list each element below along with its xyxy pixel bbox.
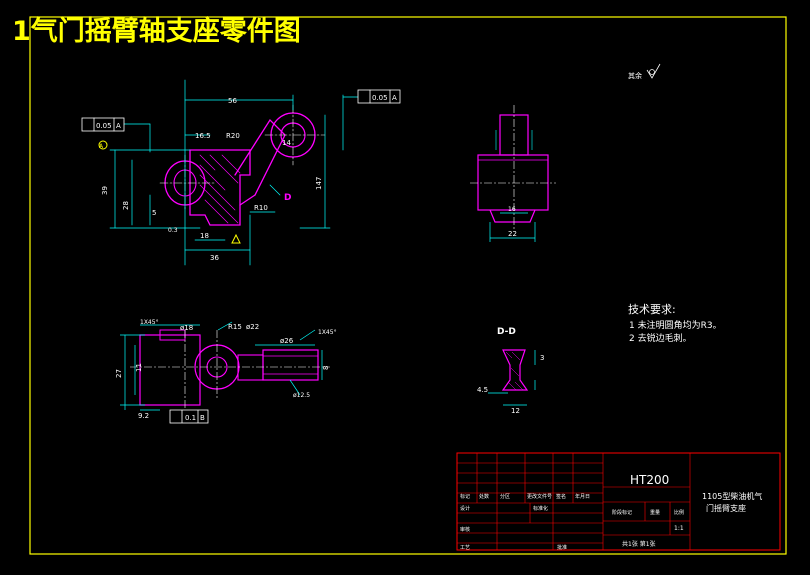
tol-value: 0.1 (185, 414, 196, 422)
datum-triangle (231, 233, 241, 244)
dim-label: R20 (226, 132, 240, 140)
roughness-symbol (646, 63, 661, 79)
bottom-tolerance-frame: 0.1 B (169, 409, 209, 424)
tb-label: 处数 (479, 493, 489, 500)
tb-label: 标记 (460, 493, 470, 500)
tb-label: 设计 (460, 505, 470, 512)
surface-note-text: 其余 (628, 71, 642, 80)
dim-label: 18 (200, 232, 209, 240)
section-d-d: D-D 12 4.5 3 (477, 327, 544, 415)
dim-label: 1X45° (140, 319, 159, 326)
dim-label: R15 (228, 323, 242, 331)
sheet-info: 共1张 第1张 (622, 540, 656, 548)
dim-label: R10 (254, 204, 268, 212)
tol-ref: A (116, 122, 121, 130)
technical-requirements: 技术要求: 1 未注明圆角均为R3。 2 去锐边毛刺。 (628, 303, 722, 344)
dim-label: 28 (122, 201, 130, 210)
side-dimension-lines (489, 212, 536, 242)
dim-label: 0.3 (168, 227, 178, 234)
bottom-right-shaft (262, 349, 319, 381)
part-name-line2: 门摇臂支座 (706, 503, 746, 513)
tb-label: 重量 (650, 509, 660, 516)
dim-label: 4.5 (477, 386, 488, 394)
tb-label: 比例 (674, 509, 684, 516)
top-view-dimension-lines (109, 79, 359, 266)
material-label: HT200 (630, 473, 669, 487)
datum-marker (98, 140, 108, 150)
dim-label: 27 (115, 369, 123, 378)
title-block-frame (456, 452, 781, 551)
section-profile (501, 349, 529, 391)
dim-label: ø12.5 (293, 392, 310, 399)
top-tolerance-frame-right: 0.05 A (357, 89, 401, 104)
bottom-view: 0.1 B 1X45° ø18 R15 ø22 1X45° ø26 ø12.5 … (115, 319, 337, 424)
tb-label: 签名 (556, 493, 566, 500)
title-block: HT200 1105型柴油机气 门摇臂支座 1:1 共1张 第1张 标记 处数 … (456, 452, 781, 551)
dim-label: 11 (135, 363, 143, 372)
tb-label: 更改文件号 (527, 493, 552, 500)
side-centerline (470, 105, 556, 230)
section-hatch (505, 351, 524, 391)
tech-item: 1 未注明圆角均为R3。 (629, 319, 722, 331)
dim-label: 56 (228, 97, 237, 105)
section-title: D-D (497, 327, 516, 337)
part-name-line1: 1105型柴油机气 (702, 491, 762, 501)
tb-label: 年月日 (575, 493, 590, 500)
tech-item: 2 去锐边毛刺。 (629, 332, 692, 344)
dim-label: ø22 (246, 323, 259, 331)
tb-label: 批准 (557, 544, 567, 551)
dim-label: ø26 (280, 337, 294, 345)
dim-label: 147 (315, 177, 323, 190)
tol-value: 0.05 (372, 94, 388, 102)
datum-letter: A (99, 143, 104, 150)
dim-label: ø18 (180, 324, 193, 332)
tb-label: 分区 (500, 493, 510, 500)
body-hatch (199, 154, 241, 224)
top-view: 0.05 A 0.05 A 56 16.5 R20 39 14 5 36 28 … (81, 79, 401, 266)
bottom-dimension-lines (120, 321, 323, 411)
dim-label: 8 (322, 366, 330, 370)
tb-label: 审核 (460, 526, 470, 533)
dim-label: 12 (511, 407, 520, 415)
side-view: 22 16 (470, 105, 556, 242)
dim-label: 5 (152, 209, 156, 217)
dim-label: 39 (101, 186, 109, 195)
tb-label: 标准化 (533, 505, 548, 512)
drawing-border (29, 16, 787, 555)
dim-label: 36 (210, 254, 219, 262)
dim-label: 16.5 (195, 132, 211, 140)
bottom-centerlines (130, 330, 330, 410)
title-block-grid (457, 453, 691, 550)
dim-label: 14 (282, 139, 291, 147)
dim-label: 22 (508, 230, 517, 238)
tol-value: 0.05 (96, 122, 112, 130)
bottom-left-block (139, 334, 201, 406)
side-foot (489, 209, 536, 223)
tb-label: 阶段标记 (612, 509, 632, 516)
support-body-outline (189, 149, 251, 226)
tol-ref: A (392, 94, 397, 102)
side-base (477, 154, 549, 211)
drawing-title: 1气门摇臂轴支座零件图 (12, 15, 301, 47)
tol-ref: B (200, 414, 205, 422)
section-dimension-lines (488, 350, 536, 406)
dim-label: 9.2 (138, 412, 149, 420)
scale-value: 1:1 (674, 525, 684, 532)
section-mark-label: D (284, 193, 291, 203)
dim-label: 16 (508, 206, 516, 213)
dim-label: 3 (540, 354, 544, 362)
tech-heading: 技术要求: (628, 303, 676, 316)
surface-roughness-note: 其余 (628, 63, 661, 80)
tb-label: 工艺 (460, 545, 470, 551)
top-tolerance-frame-left: 0.05 A (81, 117, 125, 132)
dim-label: 1X45° (318, 329, 337, 336)
